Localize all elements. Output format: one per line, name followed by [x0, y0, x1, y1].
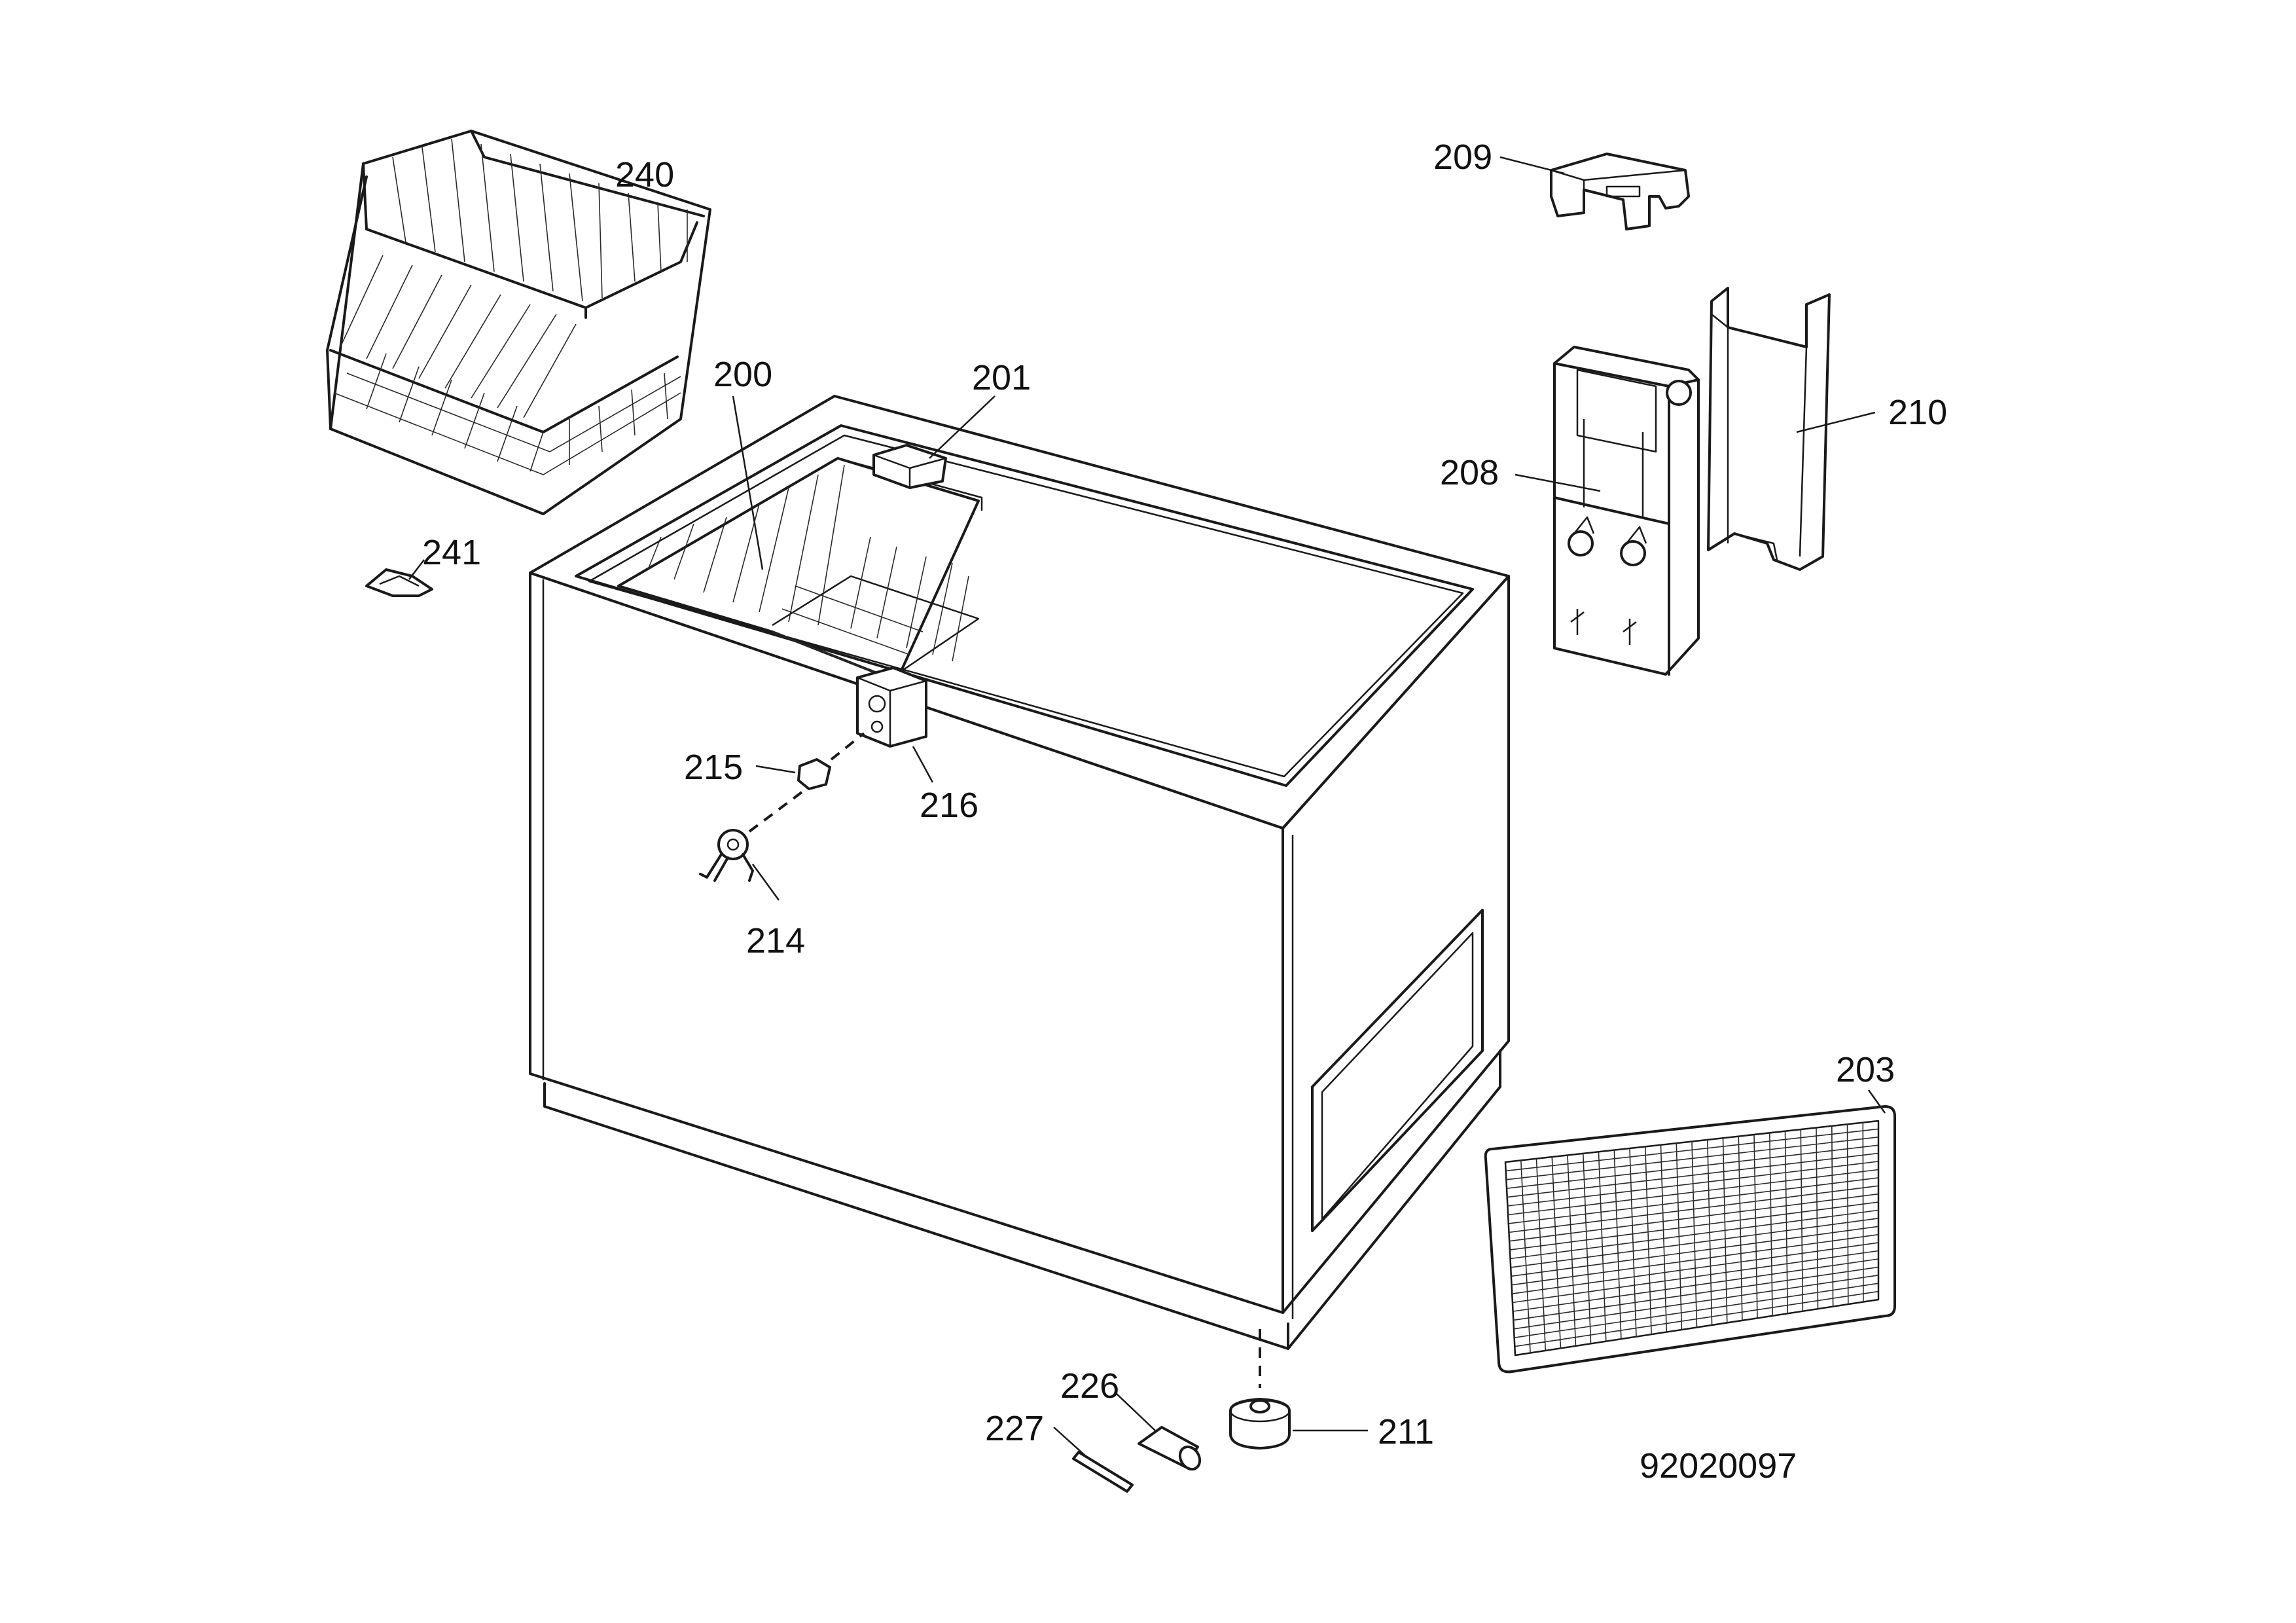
drawing-number: 92020097 — [1640, 1446, 1797, 1486]
callout-226: 226 — [1060, 1366, 1119, 1406]
callout-208: 208 — [1440, 453, 1499, 492]
cover-part — [1550, 153, 1690, 230]
wire-basket — [326, 130, 711, 515]
callout-240: 240 — [615, 155, 674, 194]
condenser-grille — [1484, 1105, 1896, 1374]
grille-mesh-lines — [1505, 1122, 1879, 1353]
foot-part — [1229, 1398, 1291, 1450]
basket-clip — [365, 568, 433, 597]
freezer-cabinet — [529, 395, 1510, 1350]
leader-lines — [408, 156, 1886, 1457]
callout-201: 201 — [972, 358, 1031, 397]
callout-200: 200 — [713, 355, 772, 394]
lock-cylinder-part — [797, 758, 831, 790]
callout-211: 211 — [1378, 1412, 1434, 1451]
lid-latch-part — [872, 444, 947, 489]
hinge-pin-part — [1138, 1426, 1202, 1471]
callout-241: 241 — [422, 533, 481, 572]
callout-227: 227 — [985, 1409, 1044, 1448]
callout-209: 209 — [1433, 137, 1492, 177]
air-duct-part — [1707, 287, 1831, 571]
rod-part — [1072, 1451, 1134, 1493]
callout-214: 214 — [746, 921, 805, 960]
key-part — [699, 829, 754, 882]
callout-203: 203 — [1836, 1050, 1895, 1089]
callout-210: 210 — [1888, 393, 1947, 432]
lock-housing — [856, 666, 927, 748]
callout-216: 216 — [920, 786, 978, 825]
callout-215: 215 — [684, 748, 743, 787]
control-unit — [1553, 346, 1700, 676]
